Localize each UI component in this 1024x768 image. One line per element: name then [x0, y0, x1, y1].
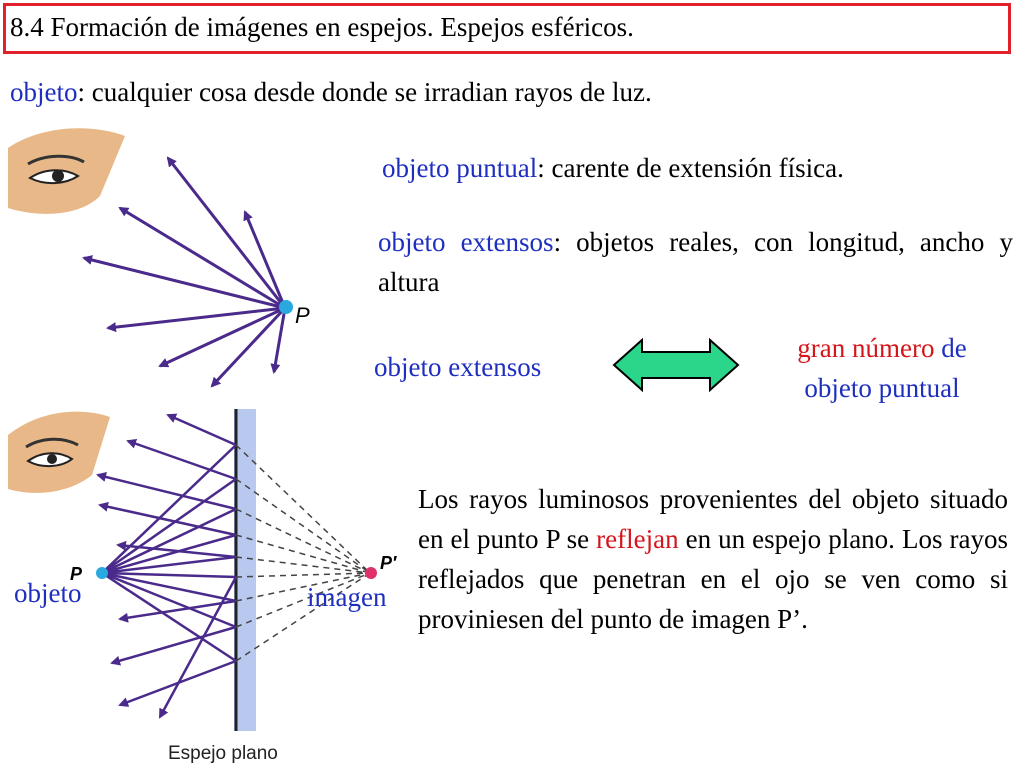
- equivalence-right: gran número de objeto puntual: [766, 328, 998, 408]
- de-text: de: [934, 333, 967, 363]
- radiating-rays: [82, 156, 287, 388]
- slide-title: 8.4 Formación de imágenes en espejos. Es…: [10, 12, 634, 42]
- point-p-dot: [279, 300, 293, 314]
- eye-icon: [8, 411, 110, 493]
- mirror-caption: Espejo plano: [168, 743, 278, 764]
- imagen-label: imagen: [307, 582, 387, 612]
- objeto-text: : cualquier cosa desde donde se irradian…: [77, 77, 652, 107]
- explanation-part2: en un espejo plano. Los rayos reflejados…: [418, 524, 1008, 634]
- image-point-label: P′: [380, 553, 397, 573]
- reflejan-highlight: reflejan: [596, 524, 679, 554]
- extensos-term: objeto extensos: [378, 227, 554, 257]
- point-source-figure: P: [8, 128, 310, 388]
- objeto-term: objeto: [10, 77, 78, 107]
- reflected-rays: [96, 413, 238, 719]
- point-p-label: P: [295, 303, 310, 328]
- explanation-part1: Los rayos luminosos provenientes del obj…: [418, 484, 1008, 554]
- puntual-term: objeto puntual: [382, 153, 538, 183]
- plane-mirror-figure: P P′ Espejo plano: [8, 409, 397, 764]
- image-point-dot: [365, 567, 377, 579]
- virtual-rays: [235, 444, 371, 662]
- equivalence-left: objeto extensos: [374, 352, 542, 382]
- mirror-surface: [234, 409, 256, 731]
- object-point-label: P: [70, 564, 83, 584]
- extensos-text: : objetos reales, con longitud, ancho y …: [378, 227, 1013, 297]
- object-point-dot: [96, 567, 108, 579]
- objeto-definition: objeto: cualquier cosa desde donde se ir…: [10, 77, 652, 108]
- title-box: [3, 3, 1011, 54]
- double-arrow-icon: [612, 337, 740, 393]
- incident-rays: [101, 444, 237, 663]
- objeto-label: objeto: [14, 578, 82, 608]
- gran-numero-text: gran número: [797, 333, 935, 363]
- objeto-puntual-text: objeto puntual: [804, 373, 960, 403]
- eye-icon: [8, 128, 125, 214]
- puntual-definition: objeto puntual: carente de extensión fís…: [382, 153, 844, 184]
- extensos-definition: objeto extensos: objetos reales, con lon…: [378, 222, 1013, 302]
- puntual-text: : carente de extensión física.: [537, 153, 844, 183]
- explanation-paragraph: Los rayos luminosos provenientes del obj…: [418, 479, 1008, 639]
